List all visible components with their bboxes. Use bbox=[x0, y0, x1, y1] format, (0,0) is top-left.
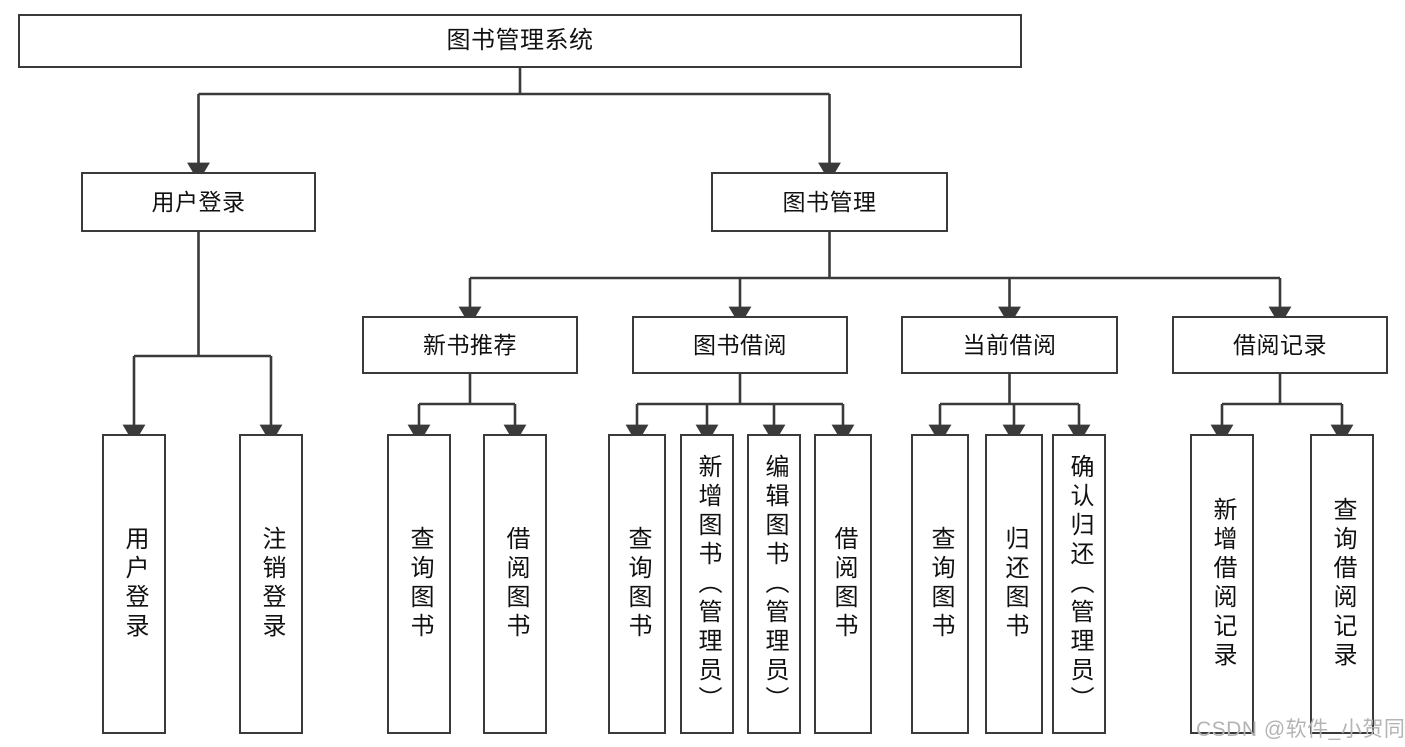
node-label-leaf-query-book-2: 查询图书 bbox=[624, 526, 651, 642]
node-leaf-add-record[interactable]: 新增借阅记录 bbox=[1190, 434, 1254, 734]
node-label-user-login: 用户登录 bbox=[151, 188, 246, 215]
node-label-leaf-add-book: 新增图书（管理员） bbox=[694, 453, 721, 715]
node-label-leaf-return-book: 归还图书 bbox=[1001, 526, 1028, 642]
node-label-root: 图书管理系统 bbox=[446, 27, 594, 55]
node-book-manage[interactable]: 图书管理 bbox=[711, 172, 948, 232]
node-label-leaf-edit-book: 编辑图书（管理员） bbox=[761, 453, 788, 715]
node-label-leaf-query-record: 查询借阅记录 bbox=[1329, 497, 1356, 671]
node-label-leaf-add-record: 新增借阅记录 bbox=[1209, 497, 1236, 671]
node-borrow-record[interactable]: 借阅记录 bbox=[1172, 316, 1388, 374]
node-leaf-borrow-book-1[interactable]: 借阅图书 bbox=[483, 434, 547, 734]
node-label-leaf-borrow-book-2: 借阅图书 bbox=[830, 526, 857, 642]
node-label-leaf-logout: 注销登录 bbox=[258, 526, 285, 642]
node-book-borrow[interactable]: 图书借阅 bbox=[632, 316, 848, 374]
node-new-book-rec[interactable]: 新书推荐 bbox=[362, 316, 578, 374]
node-label-borrow-record: 借阅记录 bbox=[1233, 331, 1327, 358]
node-label-leaf-user-login: 用户登录 bbox=[121, 526, 148, 642]
node-leaf-return-book[interactable]: 归还图书 bbox=[985, 434, 1043, 734]
node-current-borrow[interactable]: 当前借阅 bbox=[901, 316, 1118, 374]
node-label-current-borrow: 当前借阅 bbox=[962, 331, 1057, 358]
node-label-leaf-confirm-return: 确认归还（管理员） bbox=[1066, 453, 1093, 715]
node-leaf-query-record[interactable]: 查询借阅记录 bbox=[1310, 434, 1374, 734]
csdn-watermark: CSDN @软件_小贺同学 bbox=[1196, 718, 1405, 741]
node-leaf-query-book-2[interactable]: 查询图书 bbox=[608, 434, 666, 734]
node-user-login[interactable]: 用户登录 bbox=[81, 172, 316, 232]
node-leaf-query-book-1[interactable]: 查询图书 bbox=[387, 434, 451, 734]
node-label-book-borrow: 图书借阅 bbox=[693, 331, 787, 358]
node-leaf-add-book[interactable]: 新增图书（管理员） bbox=[680, 434, 734, 734]
node-label-leaf-borrow-book-1: 借阅图书 bbox=[502, 526, 529, 642]
node-label-leaf-query-book-1: 查询图书 bbox=[406, 526, 433, 642]
node-label-new-book-rec: 新书推荐 bbox=[423, 331, 517, 358]
node-leaf-query-book-3[interactable]: 查询图书 bbox=[911, 434, 969, 734]
node-label-leaf-query-book-3: 查询图书 bbox=[927, 526, 954, 642]
node-leaf-logout[interactable]: 注销登录 bbox=[239, 434, 303, 734]
node-leaf-user-login[interactable]: 用户登录 bbox=[102, 434, 166, 734]
node-root[interactable]: 图书管理系统 bbox=[18, 14, 1022, 68]
node-leaf-confirm-return[interactable]: 确认归还（管理员） bbox=[1052, 434, 1106, 734]
node-leaf-edit-book[interactable]: 编辑图书（管理员） bbox=[747, 434, 801, 734]
node-label-book-manage: 图书管理 bbox=[782, 188, 877, 215]
node-leaf-borrow-book-2[interactable]: 借阅图书 bbox=[814, 434, 872, 734]
